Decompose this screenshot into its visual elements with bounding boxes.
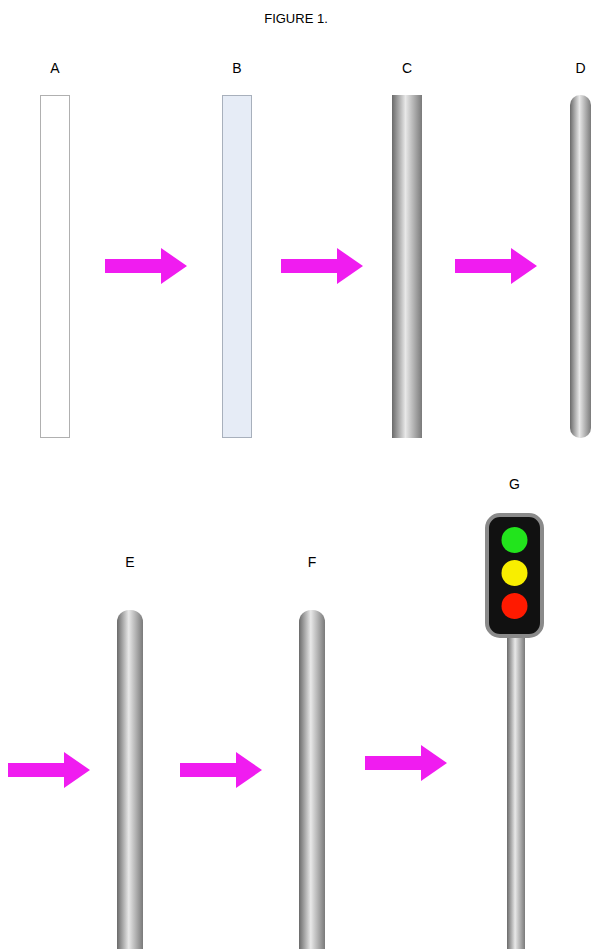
rounded-pole: [299, 610, 325, 949]
arrow-shape: [455, 248, 537, 284]
flow-arrow: [8, 752, 90, 788]
flow-arrow: [455, 248, 537, 284]
red-lamp: [502, 593, 528, 619]
flow-arrow: [180, 752, 262, 788]
stage-node: E: [117, 553, 143, 949]
stage-letter: E: [117, 553, 143, 571]
rounded-pole: [117, 610, 143, 949]
stage-letter: F: [299, 553, 325, 571]
signal-pole: [507, 630, 525, 949]
stage-node: A: [40, 59, 70, 438]
flow-arrow: [365, 745, 447, 781]
arrow-shape: [365, 745, 447, 781]
stage-node: G: [487, 475, 542, 949]
figure-title: FIGURE 1.: [0, 11, 592, 26]
arrow-shape: [180, 752, 262, 788]
stage-letter: B: [222, 59, 252, 77]
shaded-bar: [392, 95, 422, 438]
stage-letter: G: [487, 475, 542, 493]
tinted-bar: [223, 96, 252, 438]
arrow-shape: [8, 752, 90, 788]
green-lamp: [502, 527, 528, 553]
plain-bar: [41, 96, 70, 438]
arrow-shape: [105, 248, 187, 284]
stage-node: C: [392, 59, 422, 438]
stage-node: B: [222, 59, 252, 438]
stage-letter: D: [570, 59, 591, 77]
stage-letter: C: [392, 59, 422, 77]
rounded-bar: [570, 95, 591, 438]
flow-arrow: [105, 248, 187, 284]
stage-node: D: [570, 59, 591, 438]
yellow-lamp: [502, 560, 528, 586]
flow-arrow: [281, 248, 363, 284]
arrow-shape: [281, 248, 363, 284]
stage-node: F: [299, 553, 325, 949]
stage-letter: A: [40, 59, 70, 77]
signal-housing: [487, 515, 542, 636]
